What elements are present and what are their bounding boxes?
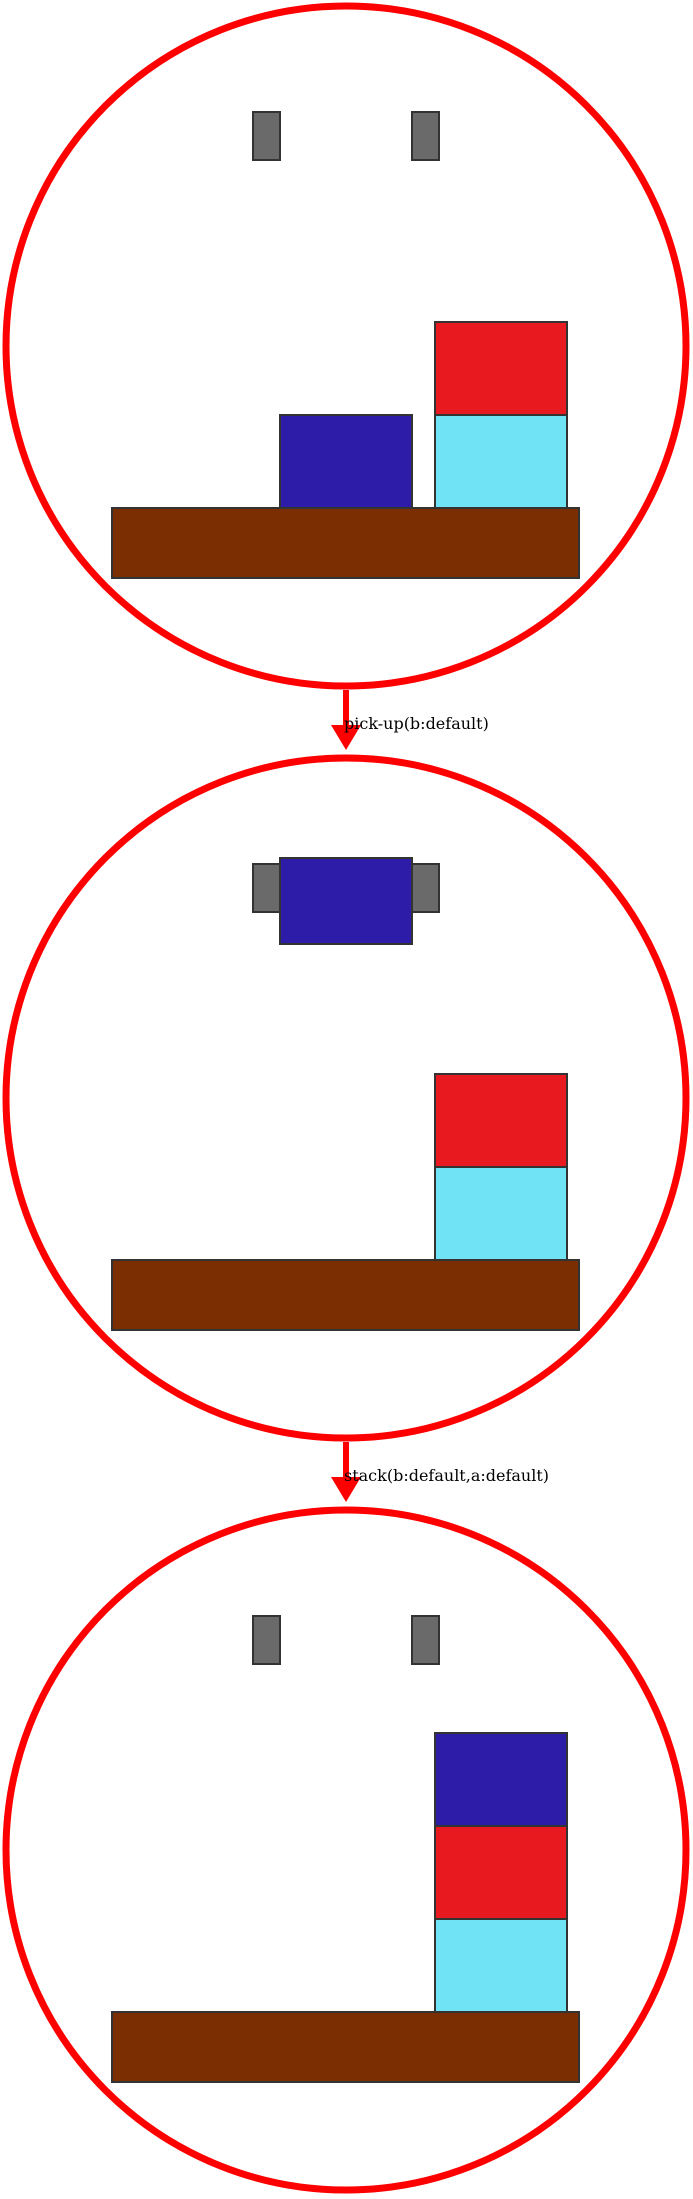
block-a [434,1166,568,1261]
transition-2: stack(b:default,a:default) [331,1442,549,1502]
transition-arrow-head [331,725,361,750]
gripper-right-finger [411,111,440,161]
state-2 [2,754,690,1442]
action-label: stack(b:default,a:default) [344,1466,549,1485]
table [111,507,580,579]
state-1-ring [2,2,690,690]
action-label: pick-up(b:default) [344,714,489,733]
block-c [434,1073,568,1168]
state-1 [2,2,690,690]
transition-1: pick-up(b:default) [331,690,489,750]
table [111,2011,580,2083]
state-3 [2,1506,690,2194]
transition-arrow-head [331,1477,361,1502]
block-b [434,1732,568,1827]
block-c [434,1825,568,1920]
block-b [279,414,413,509]
gripper-right-finger [411,863,440,913]
gripper-left-finger [252,111,281,161]
state-2-ring [2,754,690,1442]
block-c [434,321,568,416]
block-a [434,1918,568,2013]
gripper-left-finger [252,863,281,913]
gripper-left-finger [252,1615,281,1665]
gripper-right-finger [411,1615,440,1665]
block-a [434,414,568,509]
table [111,1259,580,1331]
state-3-ring [2,1506,690,2194]
block-b-held [279,857,413,945]
